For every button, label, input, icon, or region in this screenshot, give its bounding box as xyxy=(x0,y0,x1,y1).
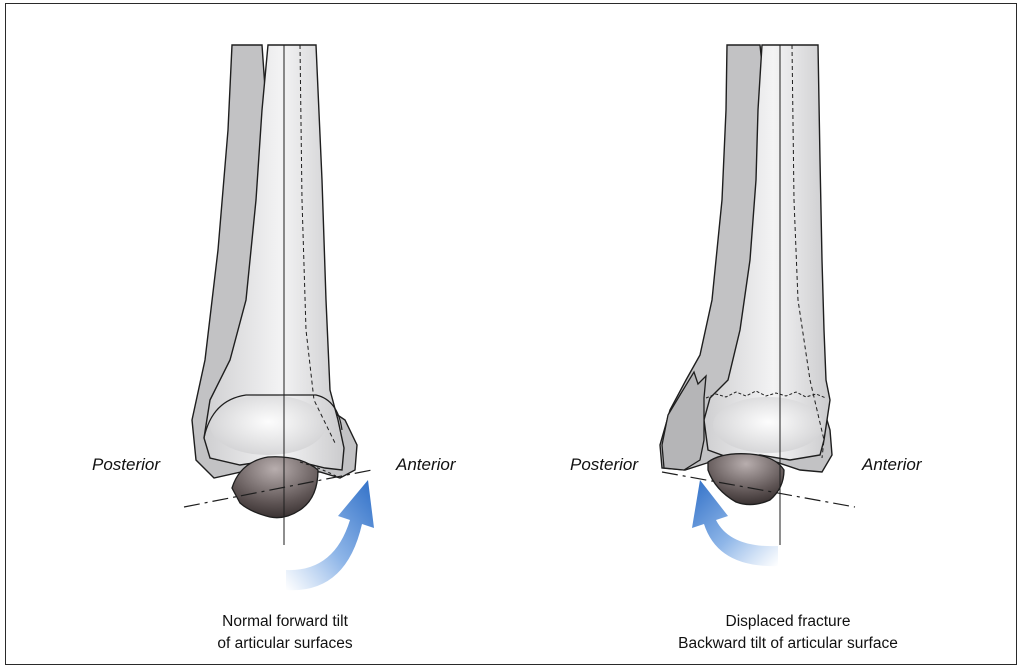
left-caption: Normal forward tilt of articular surface… xyxy=(170,611,400,655)
left-anterior-label: Anterior xyxy=(396,455,456,475)
left-bone xyxy=(184,45,374,590)
left-posterior-label: Posterior xyxy=(92,455,160,475)
right-talus xyxy=(708,454,784,505)
right-caption-line2: Backward tilt of articular surface xyxy=(648,633,928,655)
right-posterior-label: Posterior xyxy=(570,455,638,475)
left-caption-line1: Normal forward tilt xyxy=(170,611,400,633)
right-caption-line1: Displaced fracture xyxy=(648,611,928,633)
left-caption-line2: of articular surfaces xyxy=(170,633,400,655)
right-caption: Displaced fracture Backward tilt of arti… xyxy=(648,611,928,655)
right-bone xyxy=(660,45,855,566)
right-anterior-label: Anterior xyxy=(862,455,922,475)
